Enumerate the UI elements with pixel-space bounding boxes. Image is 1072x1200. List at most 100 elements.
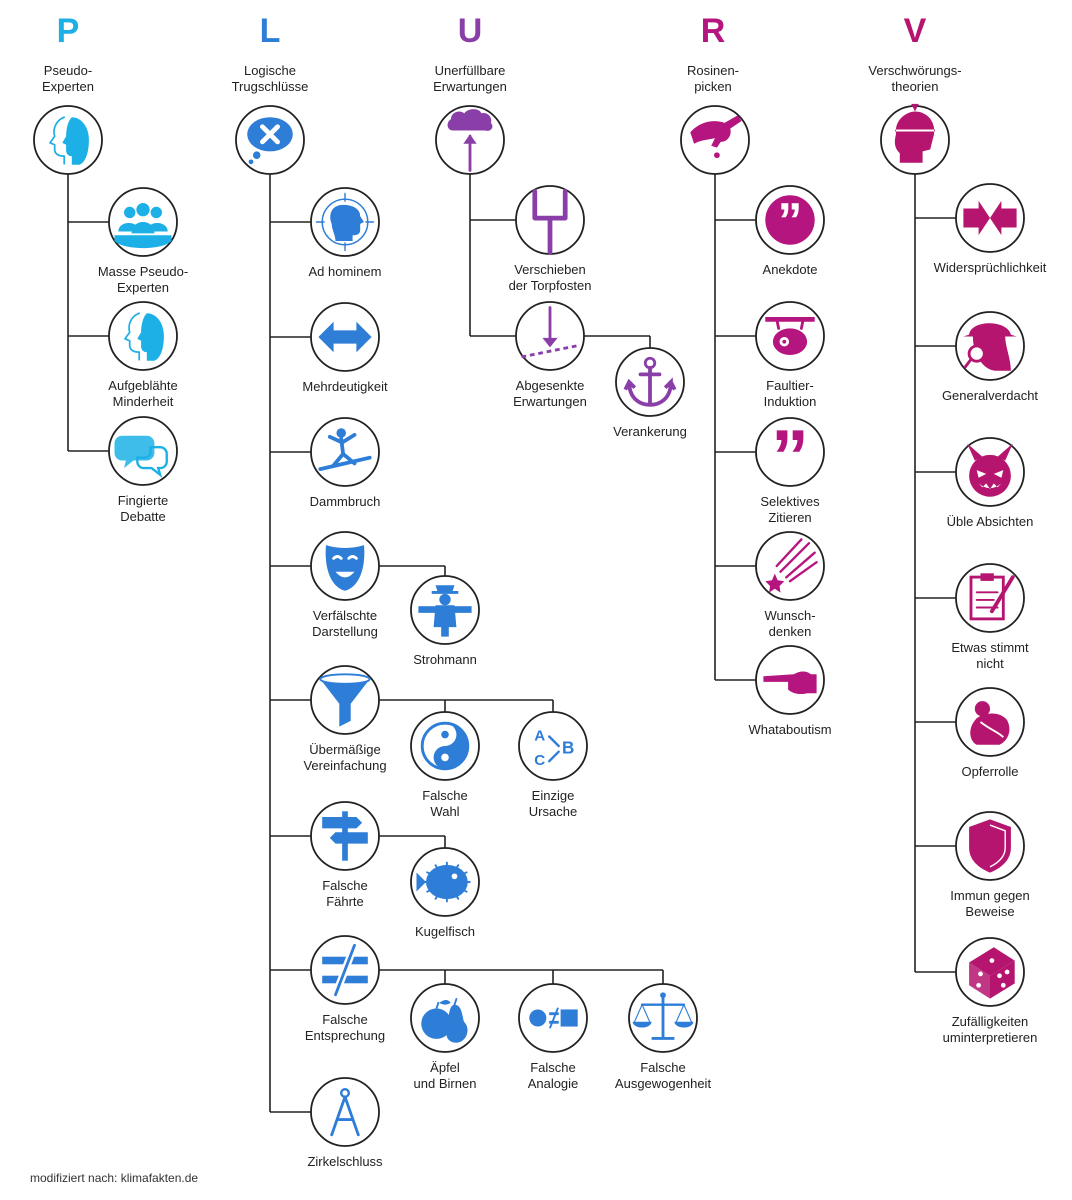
- category-letter-v: V: [903, 12, 927, 50]
- speech-bubbles-icon: [114, 435, 168, 478]
- item-node: [310, 417, 380, 487]
- label-line: Zirkelschluss: [307, 1154, 383, 1169]
- item-node: [955, 437, 1025, 507]
- circle-not-equal-square-icon: [529, 1007, 578, 1029]
- label-line: Zufälligkeiten: [951, 1014, 1029, 1029]
- category-letter-l: L: [259, 12, 281, 50]
- label-line: Opferrolle: [961, 764, 1019, 779]
- label-line: Logische: [243, 63, 297, 78]
- label-line: Verschwörungs-: [868, 63, 962, 78]
- item-node: [955, 937, 1025, 1007]
- item-node: [515, 301, 585, 371]
- label-line: Etwas stimmt: [951, 640, 1029, 655]
- funnel-icon: [319, 673, 371, 727]
- apple-pear-icon: [421, 998, 468, 1043]
- label-line: theorien: [891, 79, 939, 94]
- anchor-icon: [623, 356, 677, 407]
- item-label: Generalverdacht: [905, 388, 1072, 404]
- item-node: [310, 531, 380, 601]
- sub-item-node: [615, 347, 685, 417]
- item-label: Zirkelschluss: [260, 1154, 430, 1170]
- label-line: Verfälschte: [312, 608, 378, 623]
- label-line: Dammbruch: [309, 494, 381, 509]
- label-line: Strohmann: [413, 652, 477, 667]
- item-node: [955, 183, 1025, 253]
- quote-marks-icon: ”: [771, 414, 809, 499]
- label-line: denken: [768, 624, 812, 639]
- x-thought-bubble-icon: [247, 117, 293, 165]
- item-node: [310, 935, 380, 1005]
- sub-item-label: Strohmann: [360, 652, 530, 668]
- item-label: Anekdote: [705, 262, 875, 278]
- category-l-node: [235, 105, 305, 175]
- abc-arrows-icon: ACB: [534, 727, 574, 769]
- category-letter-p: P: [56, 12, 80, 50]
- label-line: Trugschlüsse: [231, 79, 309, 94]
- theater-mask-icon: [325, 545, 365, 591]
- item-label: Masse Pseudo-Experten: [58, 264, 228, 296]
- svg-text:B: B: [562, 739, 574, 758]
- shooting-star-icon: [765, 538, 818, 593]
- label-line: Mehrdeutigkeit: [302, 379, 388, 394]
- item-label: Wunsch-denken: [705, 608, 875, 640]
- scarecrow-icon: [418, 585, 472, 637]
- balance-scale-icon: [632, 992, 694, 1040]
- compass-icon: [330, 1088, 360, 1137]
- item-node: [108, 187, 178, 257]
- picking-hand-icon: [690, 115, 742, 159]
- not-equal-icon: [322, 943, 368, 997]
- slipping-man-icon: [318, 428, 372, 472]
- label-line: Darstellung: [312, 624, 378, 639]
- label-line: und Birnen: [413, 1076, 477, 1091]
- sub-item-node: ACB: [518, 711, 588, 781]
- sub-item-node: [410, 983, 480, 1053]
- clipboard-pen-icon: [969, 573, 1015, 621]
- label-line: Faultier-: [766, 378, 814, 393]
- devil-face-icon: [967, 443, 1013, 497]
- sub-item-node: [410, 711, 480, 781]
- label-line: Falsche: [322, 878, 368, 893]
- item-node: [310, 302, 380, 372]
- label-line: Analogie: [527, 1076, 579, 1091]
- sub-item-label: Kugelfisch: [360, 924, 530, 940]
- label-line: Fingierte: [117, 493, 169, 508]
- item-node: [755, 645, 825, 715]
- yin-yang-icon: [420, 721, 470, 771]
- item-label: Opferrolle: [905, 764, 1072, 780]
- label-line: Aufgeblähte: [108, 378, 178, 393]
- label-line: uminterpretieren: [942, 1030, 1038, 1045]
- label-line: Masse Pseudo-: [97, 264, 189, 279]
- label-line: Entsprechung: [304, 1028, 386, 1043]
- label-line: Falsche: [640, 1060, 686, 1075]
- label-line: Übermäßige: [309, 742, 381, 757]
- pointing-hand-icon: [763, 671, 817, 695]
- crouching-victim-icon: [970, 701, 1010, 745]
- item-label: Faultier-Induktion: [705, 378, 875, 410]
- label-line: der Torpfosten: [508, 278, 592, 293]
- label-line: Experten: [116, 280, 170, 295]
- label-line: nicht: [976, 656, 1004, 671]
- category-letter-r: R: [700, 12, 726, 50]
- label-line: Zitieren: [768, 510, 812, 525]
- label-line: Falsche: [530, 1060, 576, 1075]
- label-line: Üble Absichten: [946, 514, 1034, 529]
- opposing-arrows-icon: [963, 200, 1017, 236]
- tinfoil-head-icon: [894, 103, 935, 163]
- label-line: Wunsch-: [764, 608, 816, 623]
- group-people-icon: [114, 203, 172, 249]
- sub-item-node: [410, 847, 480, 917]
- item-node: ”: [755, 185, 825, 255]
- label-line: Generalverdacht: [941, 388, 1039, 403]
- category-u-node: [435, 105, 505, 175]
- sub-item-node: [410, 575, 480, 645]
- label-line: Verankerung: [613, 424, 687, 439]
